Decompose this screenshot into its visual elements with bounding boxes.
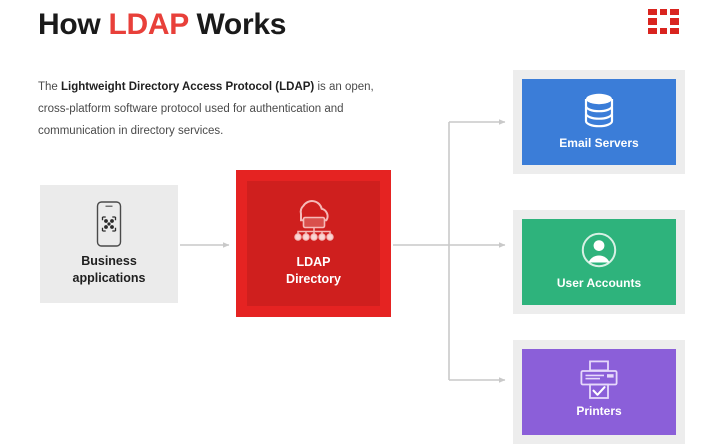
page-title-before: How: [38, 8, 109, 41]
label-line-1: LDAP: [296, 255, 331, 269]
node-email-servers-label: Email Servers: [559, 136, 639, 150]
node-email-servers[interactable]: Email Servers: [513, 70, 685, 174]
email-servers-plate: [522, 79, 676, 165]
node-business-applications[interactable]: Business applications: [40, 185, 178, 303]
brand-logo-icon: [648, 9, 680, 35]
page-title: How LDAP Works: [38, 8, 286, 42]
label-line-1: Business: [81, 254, 137, 268]
node-printers[interactable]: Printers: [513, 340, 685, 444]
intro-bold-term: Lightweight Directory Access Protocol (L…: [61, 80, 315, 93]
label-line-2: applications: [72, 271, 146, 285]
node-ldap-directory-label: LDAP Directory: [236, 254, 391, 288]
node-ldap-directory[interactable]: LDAP Directory: [236, 170, 391, 317]
printer-icon: [578, 360, 620, 405]
intro-rest: is an open, cross-platform software prot…: [38, 80, 374, 137]
node-business-applications-label: Business applications: [40, 253, 178, 287]
page-title-accent: LDAP: [108, 8, 189, 41]
intro-lead: The: [38, 80, 62, 93]
database-icon: [582, 92, 616, 133]
node-user-accounts[interactable]: User Accounts: [513, 210, 685, 314]
node-printers-label: Printers: [576, 404, 622, 418]
user-circle-icon: [581, 232, 617, 273]
node-user-accounts-label: User Accounts: [556, 276, 642, 290]
page-title-after: Works: [188, 8, 287, 41]
cloud-network-icon: [286, 192, 342, 247]
label-line-2: Directory: [286, 272, 341, 286]
mobile-device-icon: [94, 201, 124, 252]
intro-paragraph: The Lightweight Directory Access Protoco…: [38, 76, 398, 142]
